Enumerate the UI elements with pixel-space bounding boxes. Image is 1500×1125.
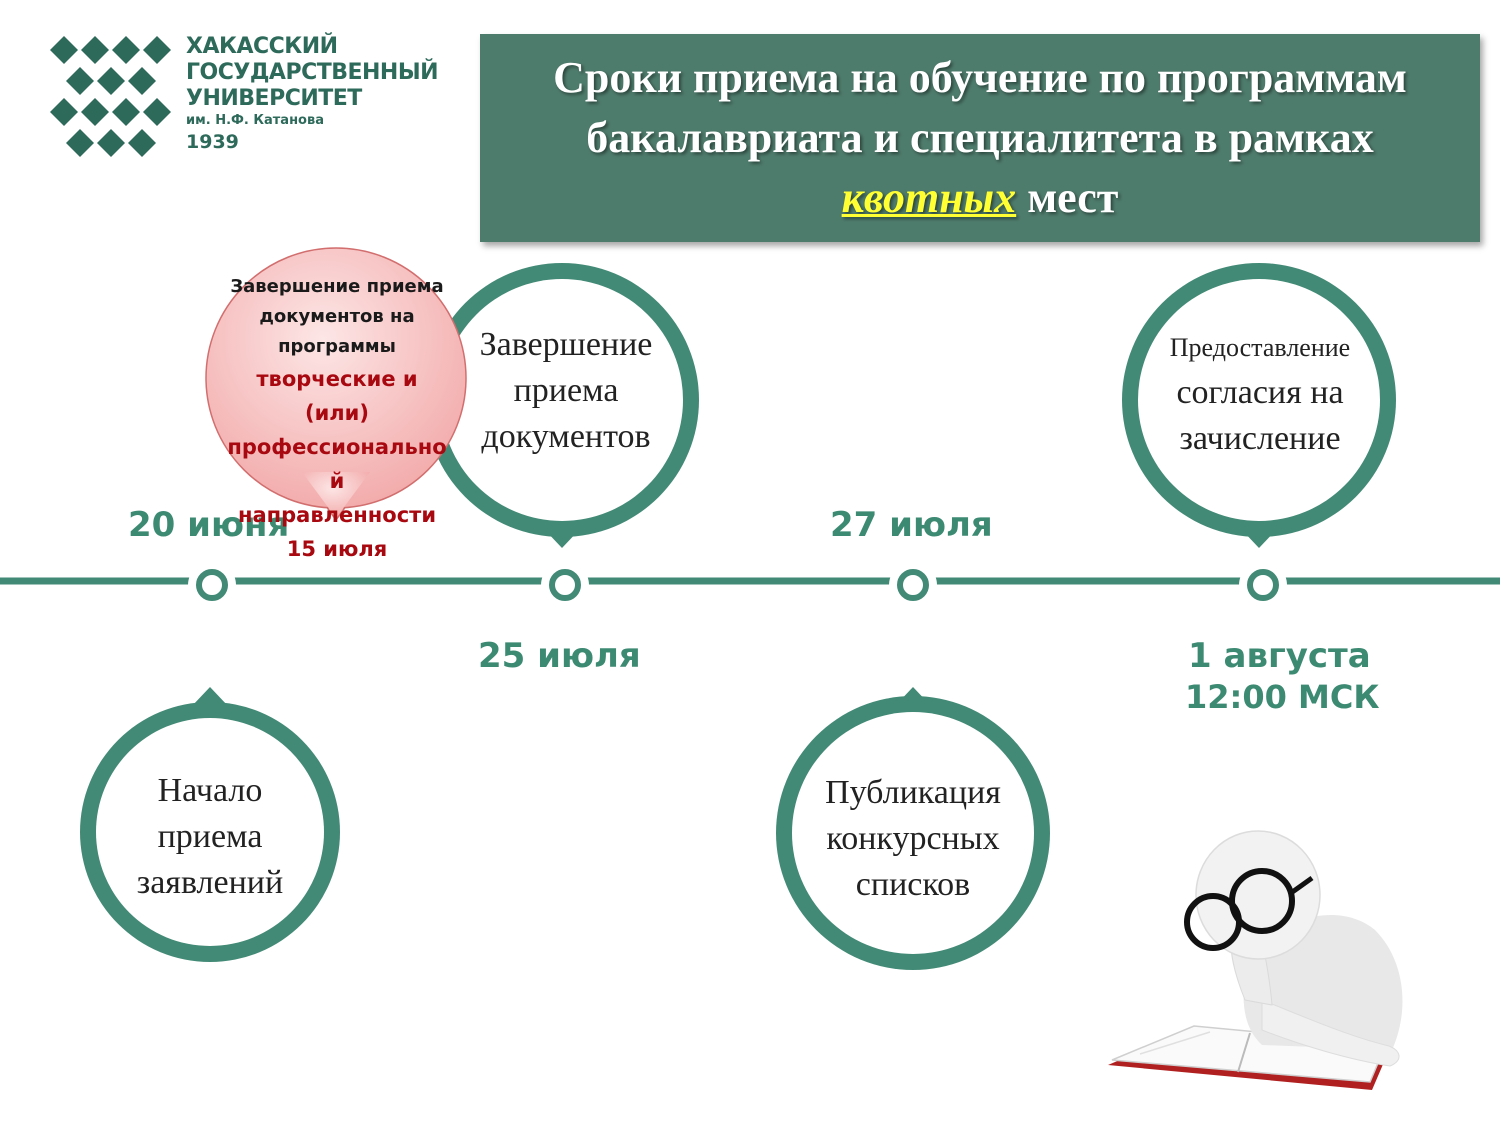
bubble-2-shape: [425, 263, 699, 548]
milestone-4-label-line: согласия на: [1176, 374, 1344, 411]
milestone-1-label-line: заявлений: [136, 864, 284, 901]
callout-line: программы: [278, 336, 396, 357]
university-name: ХАКАССКИЙ ГОСУДАРСТВЕННЫЙ УНИВЕРСИТЕТ им…: [186, 34, 466, 154]
milestone-3-label-line: Публикация: [825, 774, 1001, 811]
logo-line-4: им. Н.Ф. Катанова: [186, 113, 324, 128]
callout-bubble-shape: [205, 247, 467, 522]
timeline-node-1: [188, 561, 236, 609]
creative-programs-callout: Завершение приема документов на программ…: [206, 272, 468, 566]
title-line-3-rest: мест: [1016, 173, 1119, 222]
milestone-1-label-line: Начало: [157, 772, 263, 809]
logo-line-2: ГОСУДАРСТВЕННЫЙ: [186, 60, 439, 85]
milestone-3-date: 27 июля: [830, 505, 993, 545]
milestone-4-label-line: зачисление: [1179, 420, 1341, 457]
milestone-3-label-line: конкурсных: [826, 820, 1000, 857]
bubble-1-shape: [80, 687, 340, 962]
milestone-2-label-line: приема: [513, 372, 619, 409]
callout-highlight-line: направленности: [237, 503, 437, 527]
milestone-4-label: Предоставление согласия на зачисление: [1148, 326, 1372, 462]
timeline-node-4: [1239, 561, 1287, 609]
timeline-node-3: [889, 561, 937, 609]
milestone-1-label: Начало приема заявлений: [100, 768, 320, 906]
milestone-3-label: Публикация конкурсных списков: [800, 770, 1026, 908]
title-line-1: Сроки приема на обучение по программам: [553, 53, 1407, 102]
milestone-3-label-line: списков: [855, 866, 971, 903]
logo-year: 1939: [186, 131, 239, 153]
milestone-4-date: 1 августа: [1188, 636, 1371, 676]
timeline-node-2: [541, 561, 589, 609]
callout-highlight-line: творческие и: [256, 367, 418, 391]
title-line-2: бакалавриата и специалитета в рамках: [586, 113, 1374, 162]
title-line-3: квотных мест: [842, 168, 1119, 228]
logo-line-3: УНИВЕРСИТЕТ: [186, 86, 362, 111]
callout-line: Завершение приема: [230, 276, 444, 297]
callout-line: документов на: [259, 306, 415, 327]
callout-highlight-line: профессионально: [227, 435, 447, 459]
milestone-2-label-line: документов: [481, 418, 651, 455]
milestone-1-label-line: приема: [157, 818, 263, 855]
title-banner: Сроки приема на обучение по программам б…: [480, 34, 1480, 242]
reading-person-with-glasses-icon: [1108, 830, 1403, 1090]
milestone-4-label-line: Предоставление: [1169, 333, 1351, 362]
university-logo-icon: [50, 36, 171, 157]
callout-date: 15 июля: [286, 537, 388, 561]
callout-highlight-line: й: [329, 469, 345, 493]
logo-line-1: ХАКАССКИЙ: [186, 34, 338, 59]
milestone-4-time: 12:00 МСК: [1185, 678, 1380, 716]
bubble-4-shape: [1122, 263, 1396, 548]
milestone-2-label-line: Завершение: [479, 326, 653, 363]
title-highlight-word: квотных: [841, 173, 1017, 222]
callout-highlight-line: (или): [304, 401, 369, 425]
bubble-3-shape: [776, 687, 1050, 970]
milestone-1-date: 20 июня: [128, 505, 290, 545]
milestone-2-date: 25 июля: [478, 636, 641, 676]
milestone-2-label: Завершение приема документов: [452, 322, 680, 460]
